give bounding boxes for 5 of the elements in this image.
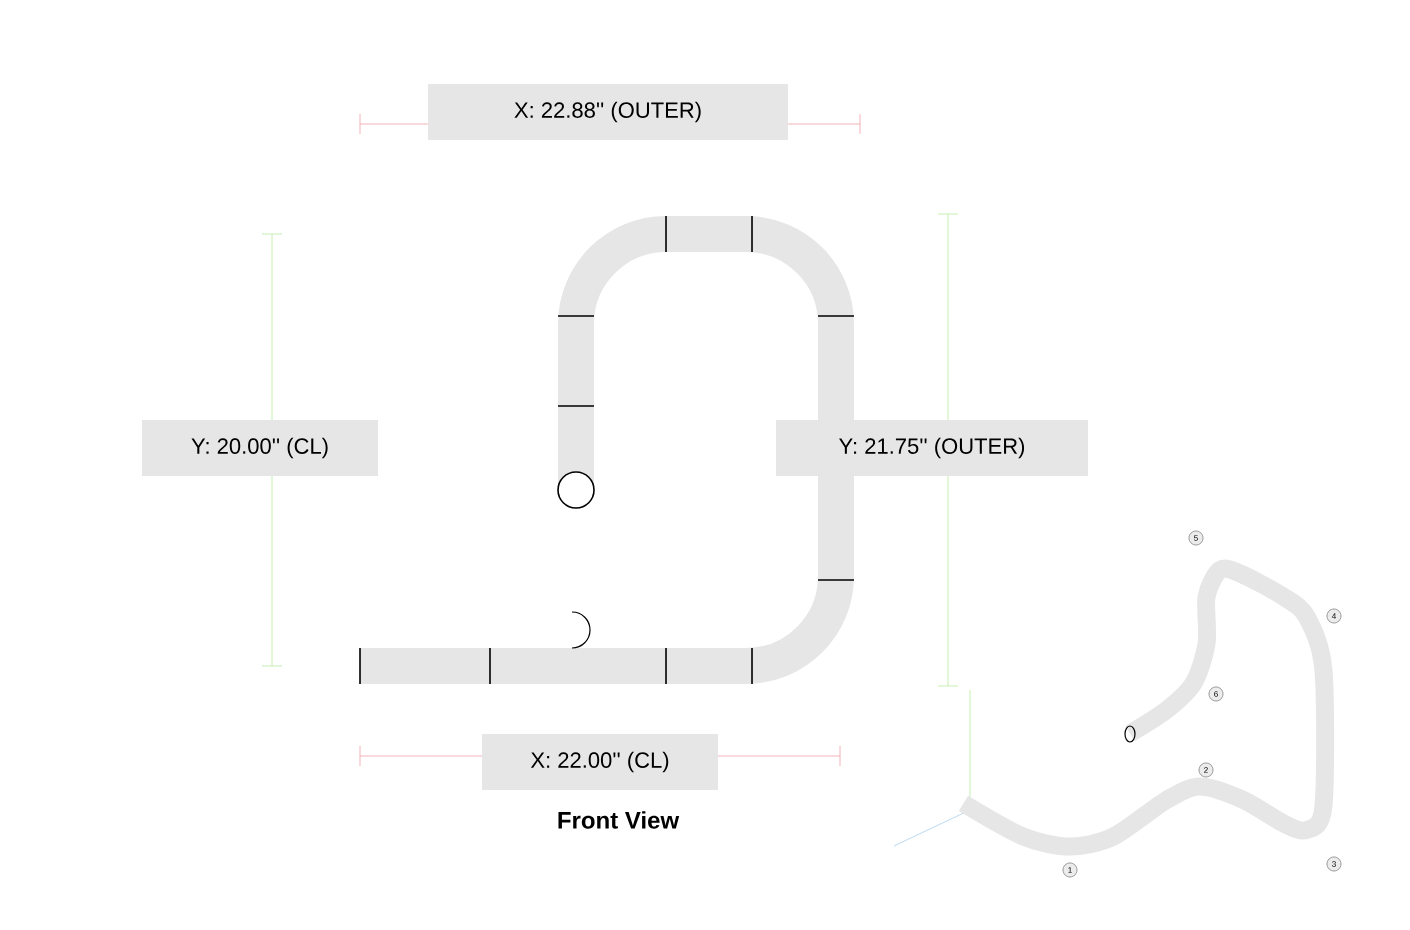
dimension-label: Y: 21.75'' (OUTER) — [776, 420, 1088, 476]
view-title: Front View — [558, 811, 680, 829]
dimension-label: X: 22.00'' (CL) — [482, 734, 718, 790]
dimension-label: Y: 20.00'' (CL) — [142, 420, 378, 476]
dimension-label: X: 22.88'' (OUTER) — [428, 84, 788, 140]
